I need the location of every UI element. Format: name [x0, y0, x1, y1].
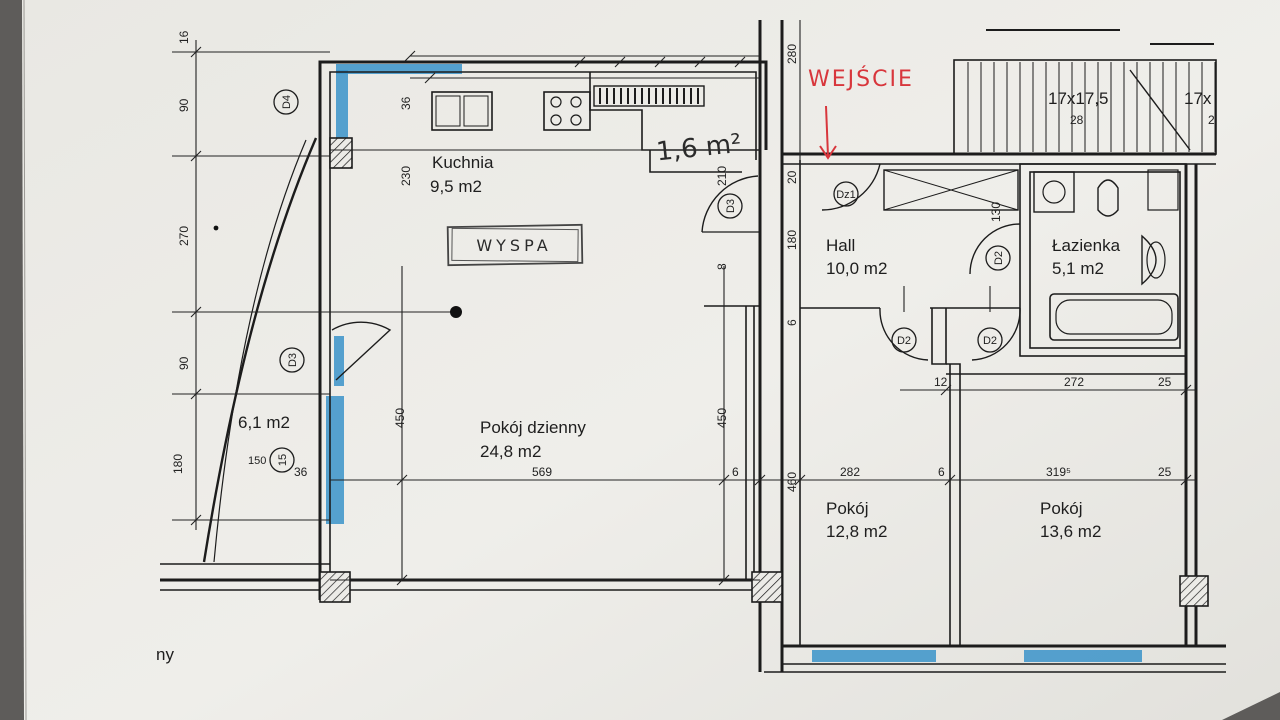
- dimension-tick: [396, 574, 408, 586]
- svg-text:230: 230: [399, 166, 413, 186]
- svg-text:8: 8: [715, 263, 729, 270]
- room2-area: 13,6 m2: [1040, 522, 1101, 541]
- svg-text:6: 6: [785, 319, 799, 326]
- svg-text:282: 282: [840, 465, 860, 479]
- svg-text:90: 90: [177, 98, 191, 112]
- dimension-tick: [190, 46, 202, 58]
- bathroom-fixtures: [883, 169, 1179, 341]
- dimension-tick: [794, 474, 806, 486]
- balcony-curve: [202, 137, 318, 563]
- svg-text:460: 460: [785, 472, 799, 492]
- dimension-tick: [694, 56, 706, 68]
- door-tag-150: 150: [248, 455, 266, 467]
- door-tag-d2a: D2: [897, 335, 911, 347]
- svg-text:210: 210: [715, 166, 729, 186]
- door-tag-d4: D4: [281, 95, 293, 109]
- stairs-size-label-right: 17x: [1184, 89, 1212, 108]
- living-name: Pokój dzienny: [480, 418, 586, 437]
- island-annotation: WYSPA: [446, 223, 584, 267]
- room1-name: Pokój: [826, 499, 869, 518]
- paper-sheet: [22, 0, 1280, 720]
- room1-area: 12,8 m2: [826, 522, 887, 541]
- balcony-dot: [213, 225, 219, 231]
- svg-text:90: 90: [177, 356, 191, 370]
- dimension-tick: [718, 474, 730, 486]
- island-marker-dot: [450, 306, 462, 318]
- dimension-tick: [574, 56, 586, 68]
- dimension-tick: [944, 474, 956, 486]
- kitchen-fixtures: [431, 85, 705, 131]
- island-label: WYSPA: [476, 236, 551, 255]
- dimension-tick: [396, 474, 408, 486]
- dimension-tick: [1180, 474, 1192, 486]
- stairs-count-label: 28: [1070, 113, 1084, 127]
- door-tag-d5: D2: [993, 251, 1005, 265]
- svg-text:569: 569: [532, 465, 552, 479]
- kitchen-area: 9,5 m2: [430, 177, 482, 196]
- entrance-label: WEJŚCIE: [808, 66, 914, 92]
- kitchen-name: Kuchnia: [432, 153, 494, 172]
- door-tag-d3b: D3: [287, 353, 299, 367]
- door-tags: D4 D3 15 D3 Dz1 D2 D2 D2 150: [248, 89, 1011, 473]
- dimension-tick: [404, 50, 416, 62]
- svg-text:36: 36: [294, 465, 308, 479]
- dimension-tick: [1180, 384, 1192, 396]
- hall-area: 10,0 m2: [826, 259, 887, 278]
- living-area: 24,8 m2: [480, 442, 541, 461]
- svg-text:180: 180: [171, 454, 185, 474]
- dimension-tick: [940, 384, 952, 396]
- svg-text:36: 36: [399, 96, 413, 110]
- svg-text:450: 450: [715, 408, 729, 428]
- stairs-count-right: 2: [1208, 113, 1215, 127]
- dimension-tick: [754, 474, 766, 486]
- door-tag-d2b: D2: [983, 335, 997, 347]
- dimension-tick: [734, 56, 746, 68]
- dimension-tick: [190, 306, 202, 318]
- dimension-lines: [172, 20, 1196, 646]
- svg-text:130: 130: [989, 202, 1003, 222]
- dimension-tick: [654, 56, 666, 68]
- partial-label: ny: [156, 645, 174, 664]
- entrance-arrow: [819, 105, 837, 160]
- svg-text:180: 180: [785, 230, 799, 250]
- bathroom-area: 5,1 m2: [1052, 259, 1104, 278]
- svg-text:12: 12: [934, 375, 948, 389]
- dimension-labels: 16 90 270 90 180 36 230 450 450 569 6 36…: [171, 30, 1172, 492]
- balcony-area: 6,1 m2: [238, 413, 290, 432]
- dimension-tick: [190, 150, 202, 162]
- dimension-tick: [614, 56, 626, 68]
- dimension-tick: [190, 388, 202, 400]
- room2-name: Pokój: [1040, 499, 1083, 518]
- svg-text:280: 280: [785, 44, 799, 64]
- door-tag-dz1: Dz1: [836, 189, 856, 201]
- door-tag-15: 15: [277, 454, 289, 466]
- dimension-tick: [718, 574, 730, 586]
- svg-text:6: 6: [732, 465, 739, 479]
- svg-text:25: 25: [1158, 465, 1172, 479]
- svg-text:450: 450: [393, 408, 407, 428]
- stairs-size-label: 17x17,5: [1048, 89, 1109, 108]
- dimension-tick: [190, 514, 202, 526]
- svg-text:270: 270: [177, 226, 191, 246]
- hall-name: Hall: [826, 236, 855, 255]
- staircase: [953, 29, 1217, 155]
- svg-text:20: 20: [785, 170, 799, 184]
- svg-text:16: 16: [177, 30, 191, 44]
- svg-text:25: 25: [1158, 375, 1172, 389]
- svg-text:272: 272: [1064, 375, 1084, 389]
- dimension-tick: [424, 72, 436, 84]
- svg-text:6: 6: [938, 465, 945, 479]
- svg-text:319⁵: 319⁵: [1046, 465, 1071, 479]
- door-tag-d3: D3: [725, 199, 737, 213]
- bathroom-name: Łazienka: [1052, 236, 1121, 255]
- structural-columns: [319, 137, 1209, 607]
